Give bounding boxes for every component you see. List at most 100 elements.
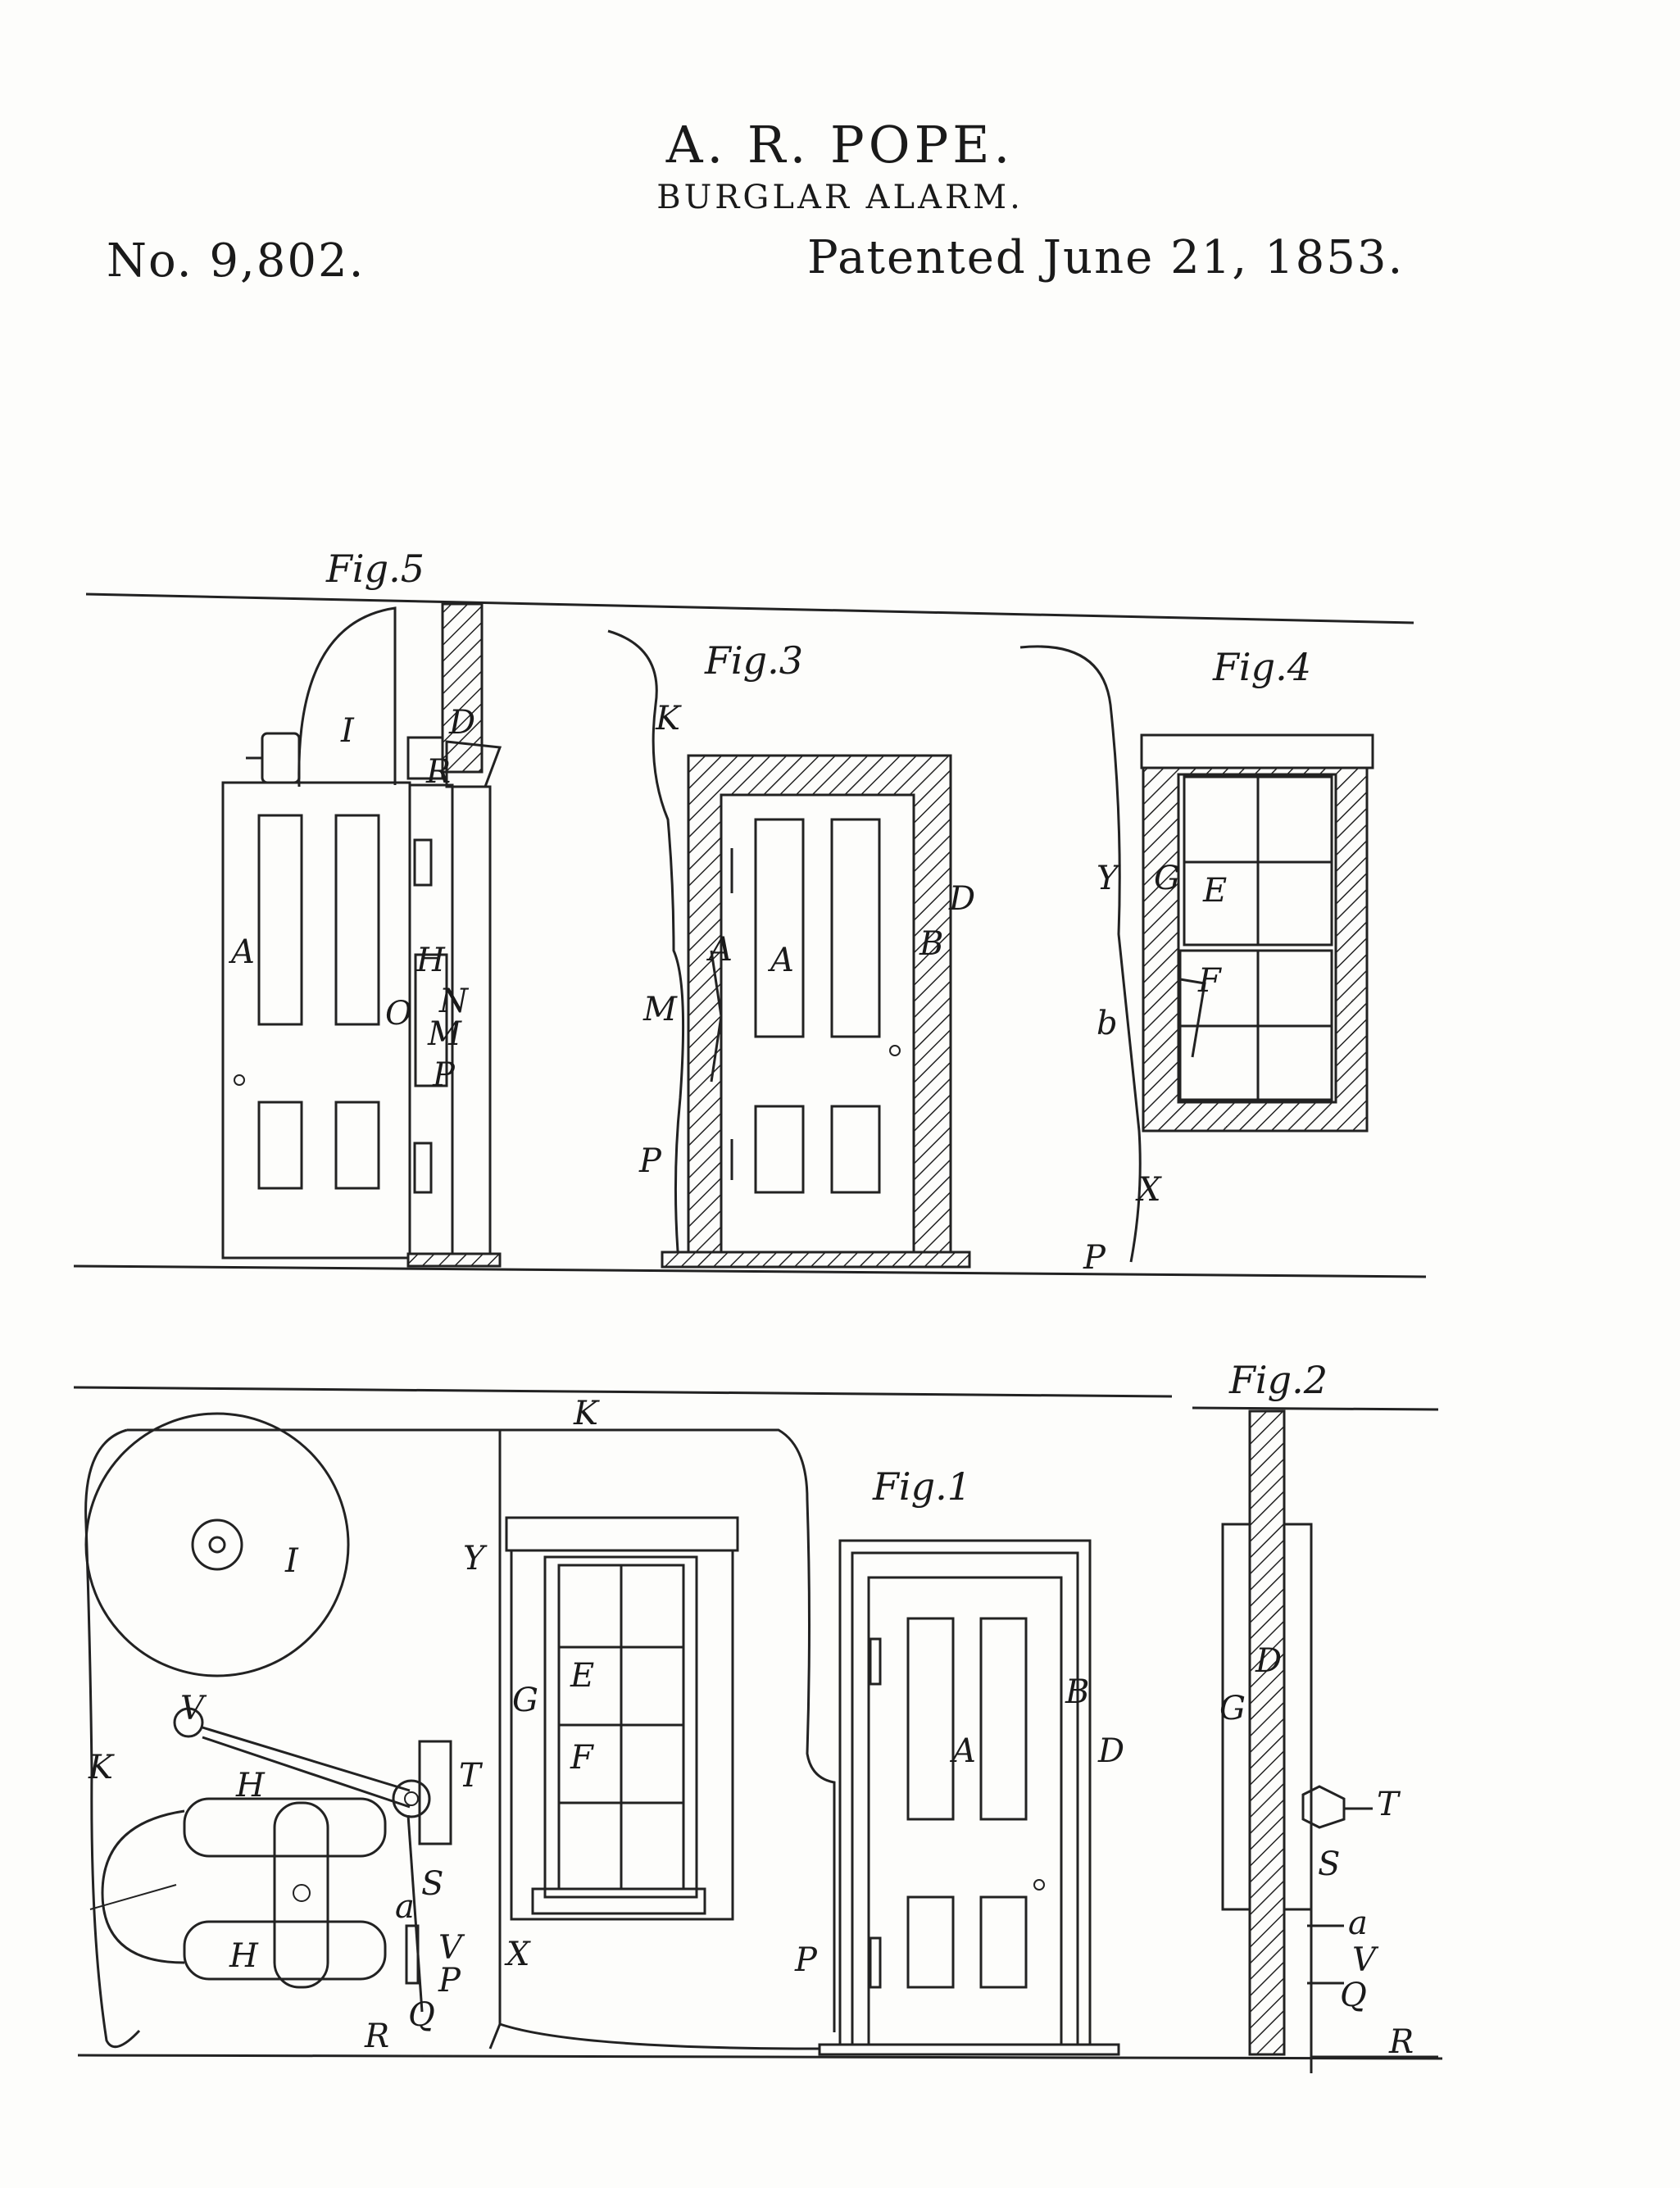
bottom-row xyxy=(73,1386,1443,2060)
fig5-bell-knob xyxy=(261,732,301,784)
fig1-door xyxy=(867,1576,1063,2046)
fig3-label-K: K xyxy=(655,700,682,738)
fig3-lower-right-panel xyxy=(830,1105,881,1194)
fig3-spring-contact xyxy=(710,950,723,1083)
fig5-lower-left-panel xyxy=(257,1101,303,1190)
fig4-label-Y: Y xyxy=(1097,860,1121,897)
fig3-wire-K xyxy=(607,629,685,1263)
fig4-sash-spring xyxy=(1179,978,1206,1058)
fig5-label-P: P xyxy=(432,1056,456,1094)
fig5-upper-left-panel xyxy=(257,814,303,1026)
fig1-label-X: X xyxy=(504,1936,531,1973)
fig3-upper-right-panel xyxy=(830,818,881,1038)
fig1-label-R: R xyxy=(364,2018,389,2055)
fig1-armature-screw xyxy=(293,1884,311,1902)
floor-line-bottom xyxy=(77,2054,1443,2060)
fig1-title: Fig.1 xyxy=(872,1464,971,1509)
fig1-label-K-top: K xyxy=(573,1395,600,1432)
fig1-door-jamb xyxy=(851,1551,1079,2046)
fig1-window-cap xyxy=(505,1516,739,1552)
fig5-drawing: Fig.5 I D R A H N O M P xyxy=(221,547,502,1268)
fig5-wall-section xyxy=(441,602,484,774)
fig4-label-P: P xyxy=(1083,1239,1106,1277)
fig5-label-H: H xyxy=(415,942,446,979)
fig5-label-R: R xyxy=(425,753,451,791)
fig3-threshold xyxy=(661,1251,971,1269)
fig3-upper-left-panel xyxy=(754,818,805,1038)
fig1-hammer-arm xyxy=(202,1726,411,1792)
fig1-wire-K-left xyxy=(84,1428,141,2049)
fig1-lower-left-panel xyxy=(906,1895,955,1989)
fig3-label-M: M xyxy=(642,991,678,1028)
fig1-hammer-ball xyxy=(173,1707,204,1738)
fig3-label-A: A xyxy=(767,942,794,979)
fig1-lower-hinge xyxy=(869,1936,882,1989)
fig1-pivot-plate xyxy=(418,1740,452,1845)
fig1-door-knob xyxy=(1033,1879,1045,1891)
fig3-drawing: Fig.3 K D B A A M P xyxy=(607,629,975,1269)
fig4-label-G: G xyxy=(1154,860,1180,897)
fig1-lower-right-panel xyxy=(979,1895,1028,1989)
fig2-label-R: R xyxy=(1388,2023,1414,2061)
fig2-label-T: T xyxy=(1377,1786,1401,1823)
fig1-upper-left-panel xyxy=(906,1617,955,1821)
fig1-drop-rod xyxy=(406,1814,424,2013)
fig5-label-D: D xyxy=(448,704,475,742)
fig5-threshold xyxy=(406,1252,502,1268)
fig5-door xyxy=(221,781,411,1260)
fig2-casing-section xyxy=(1283,1523,1313,1911)
fig5-label-A: A xyxy=(228,933,255,971)
fig1-right-wire xyxy=(500,1428,836,2032)
fig4-drawing: Fig.4 Y G E F b X P xyxy=(1019,645,1374,1277)
fig1-floor-wire xyxy=(499,2022,820,2050)
fig1-label-E: E xyxy=(570,1657,594,1695)
fig5-label-I: I xyxy=(340,712,355,750)
fig1-hammer-arm-lower xyxy=(202,1736,411,1809)
fig1-label-G: G xyxy=(512,1682,538,1719)
fig2-title: Fig.2 xyxy=(1228,1358,1328,1402)
fig1-pivot-pin xyxy=(404,1791,419,1806)
fig1-label-Q: Q xyxy=(408,1996,435,2034)
fig1-window-casing xyxy=(510,1549,734,1921)
fig1-bell-hub xyxy=(191,1518,243,1571)
fig1-label-B: B xyxy=(1065,1673,1089,1711)
fig5-door-knob xyxy=(234,1074,245,1086)
patent-date: Patented June 21, 1853. xyxy=(807,231,1405,284)
fig3-lower-left-panel xyxy=(754,1105,805,1194)
fig1-label-H-upper: H xyxy=(235,1767,266,1804)
fig1-label-Y: Y xyxy=(463,1540,488,1577)
fig1-label-V-ball: V xyxy=(180,1690,207,1727)
floor-line-top xyxy=(73,1264,1427,1278)
fig1-upper-right-panel xyxy=(979,1617,1028,1821)
fig3-label-D: D xyxy=(948,880,975,918)
fig3-title: Fig.3 xyxy=(704,638,803,683)
fig4-window-cap xyxy=(1140,733,1374,769)
fig1-armature xyxy=(273,1801,329,1989)
fig1-bell-center xyxy=(208,1536,226,1554)
fig3-wall-casing xyxy=(687,754,952,1255)
fig2-drawing: Fig.2 D G T S a V Q R xyxy=(1219,1358,1438,2073)
fig1-label-I: I xyxy=(284,1542,299,1580)
invention-title: BURGLAR ALARM. xyxy=(656,179,1024,216)
fig3-label-A-jamb: A xyxy=(706,931,733,969)
fig1-lower-magnet-coil xyxy=(183,1920,387,1981)
fig2-pivot xyxy=(1301,1785,1346,1829)
fig1-label-T: T xyxy=(459,1757,484,1795)
fig1-label-K: K xyxy=(88,1749,115,1786)
fig1-label-F: F xyxy=(570,1739,594,1777)
fig4-window-casing xyxy=(1142,766,1369,1133)
top-row xyxy=(73,592,1427,1278)
fig1-label-P: P xyxy=(438,1962,461,2000)
fig1-label-S: S xyxy=(421,1865,443,1903)
fig1-catch xyxy=(405,1924,420,1985)
fig4-title: Fig.4 xyxy=(1212,645,1311,689)
fig1-label-a: a xyxy=(395,1888,415,1926)
fig3-door-knob xyxy=(889,1045,901,1056)
fig2-label-S: S xyxy=(1318,1845,1340,1883)
fig5-bell-housing xyxy=(297,606,397,788)
fig4-label-F: F xyxy=(1197,962,1222,1000)
fig5-lower-hinge xyxy=(413,1142,433,1194)
fig1-magnet-yoke xyxy=(101,1809,185,1964)
ceiling-line-bottom xyxy=(73,1386,1173,1398)
